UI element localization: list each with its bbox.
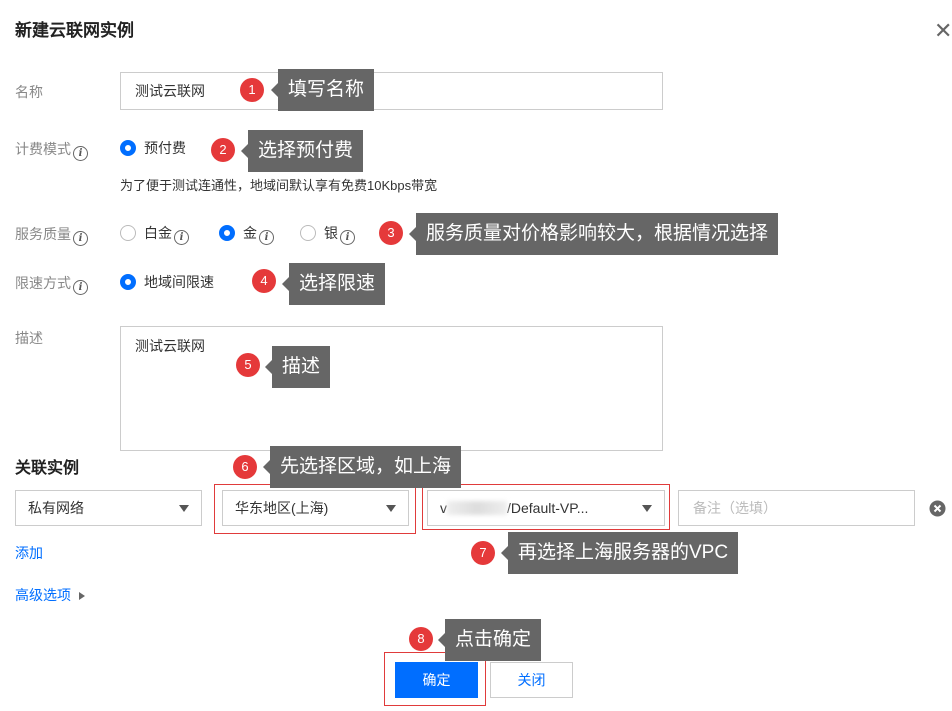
radio-checked-icon [120,274,136,290]
annotation-tip: 填写名称 [270,69,375,111]
annotation-badge: 5 [236,353,260,377]
annotation-badge: 4 [252,269,276,293]
triangle-right-icon [78,592,85,600]
annotation-badge: 1 [240,78,264,102]
add-link[interactable]: 添加 [15,545,43,561]
billing-radio-prepaid[interactable]: 预付费 [120,138,186,158]
dialog-title: 新建云联网实例 [15,21,134,40]
info-icon[interactable]: i [174,230,189,245]
annotation-badge: 3 [379,221,403,245]
info-icon[interactable]: i [340,230,355,245]
limit-radio-region[interactable]: 地域间限速 [120,272,214,292]
annotation-tip: 选择限速 [281,263,386,305]
vpc-select[interactable]: v/Default-VP... [427,490,665,526]
desc-textarea[interactable]: 测试云联网 [120,326,663,451]
annotation-tip: 服务质量对价格影响较大，根据情况选择 [408,213,779,255]
annotation-tip: 先选择区域，如上海 [262,446,462,488]
chevron-down-icon [642,505,652,512]
chevron-down-icon [386,505,396,512]
desc-label: 描述 [15,330,43,346]
highlight-box-vpc [422,484,670,530]
close-icon[interactable]: ✕ [934,18,952,43]
annotation-tip: 选择预付费 [240,130,364,172]
name-label: 名称 [15,84,43,100]
radio-checked-icon [120,140,136,156]
radio-checked-icon [219,225,235,241]
info-icon[interactable]: i [73,280,88,295]
network-type-select[interactable]: 私有网络 [15,490,202,526]
annotation-tip: 再选择上海服务器的VPC [500,532,739,574]
region-select[interactable]: 华东地区(上海) [222,490,409,526]
highlight-box-confirm [384,652,486,706]
annotation-badge: 2 [211,138,235,162]
advanced-options-link[interactable]: 高级选项 [15,585,85,605]
section-title: 关联实例 [15,460,80,477]
info-icon[interactable]: i [73,231,88,246]
annotation-badge: 6 [233,455,257,479]
info-icon[interactable]: i [259,230,274,245]
desc-value: 测试云联网 [135,338,205,354]
annotation-tip: 描述 [264,346,331,388]
annotation-badge: 8 [409,627,433,651]
remove-circle-icon[interactable] [929,500,946,517]
name-input[interactable]: 测试云联网 [120,72,663,110]
chevron-down-icon [179,505,189,512]
redacted-text [447,501,507,515]
annotation-tip: 点击确定 [437,619,542,661]
info-icon[interactable]: i [73,146,88,161]
close-button[interactable]: 关闭 [490,662,573,698]
billing-hint: 为了便于测试连通性，地域间默认享有免费10Kbps带宽 [120,178,438,193]
annotation-badge: 7 [471,541,495,565]
name-value: 测试云联网 [135,83,205,99]
confirm-button[interactable]: 确定 [395,662,478,698]
radio-unchecked-icon [300,225,316,241]
radio-unchecked-icon [120,225,136,241]
note-input[interactable]: 备注（选填） [678,490,915,526]
